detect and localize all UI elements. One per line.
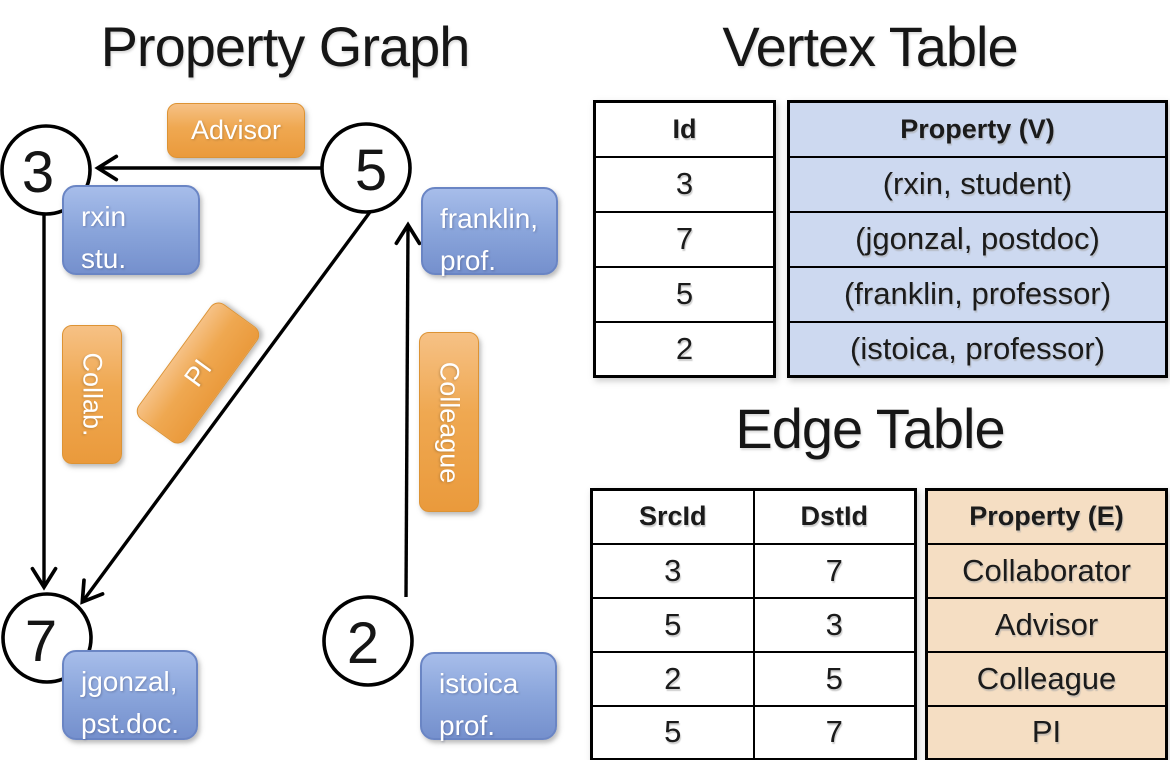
edge-label-pi-text: PI [177, 353, 218, 392]
edge-srcid-cell: 2 [590, 650, 755, 707]
vertex-property-cell: (jgonzal, postdoc) [787, 210, 1168, 268]
property-graph-title: Property Graph [100, 15, 471, 78]
vertex-id-cell: 3 [593, 155, 776, 213]
vertex-property-cell: (franklin, professor) [787, 265, 1168, 323]
edge-label-collab-text: Collab. [77, 352, 108, 437]
vertex-property-box-2: istoica prof. [420, 652, 557, 741]
edge-property-cell: PI [925, 704, 1168, 760]
edge-table-src-dst-columns: SrcId DstId 3 7 5 3 2 5 5 7 [590, 488, 917, 760]
edge-srcid-cell: 5 [590, 596, 755, 653]
node-5-circle [320, 122, 412, 214]
node-2-id: 2 [347, 611, 379, 676]
edge-dstid-header: DstId [752, 488, 917, 545]
edge-property-cell: Colleague [925, 650, 1168, 707]
node-3-id: 3 [22, 140, 54, 205]
node-7-id: 7 [25, 609, 57, 674]
vertex-id-cell: 2 [593, 320, 776, 378]
vertex-7-prop-line2: pst.doc. [81, 708, 180, 739]
vertex-table-property-column: Property (V) (rxin, student) (jgonzal, p… [787, 100, 1168, 378]
edge-table-property-column: Property (E) Collaborator Advisor Collea… [925, 488, 1168, 760]
edge-label-advisor-text: Advisor [190, 115, 282, 145]
edge-property-cell: Collaborator [925, 542, 1168, 599]
property-graph-diagram: 3 5 7 2 [0, 122, 422, 687]
node-5-id: 5 [355, 138, 387, 203]
vertex-5-prop-line2: prof. [440, 245, 497, 276]
edge-dstid-cell: 7 [752, 704, 917, 760]
edge-srcid-cell: 5 [590, 704, 755, 760]
edge-label-advisor: Advisor [167, 103, 305, 158]
vertex-property-box-5: franklin, prof. [421, 187, 558, 276]
vertex-id-header: Id [593, 100, 776, 158]
edge-dstid-cell: 7 [752, 542, 917, 599]
edge-srcid-cell: 3 [590, 542, 755, 599]
vertex-property-box-7: jgonzal, pst.doc. [62, 650, 198, 740]
vertex-5-prop-line1: franklin, [440, 203, 539, 234]
vertex-property-header: Property (V) [787, 100, 1168, 158]
edge-dstid-cell: 3 [752, 596, 917, 653]
edge-dstid-cell: 5 [752, 650, 917, 707]
edge-label-collab: Collab. [62, 325, 122, 464]
edge-label-colleague-text: Colleague [434, 361, 465, 483]
vertex-property-cell: (rxin, student) [787, 155, 1168, 213]
edge-table-title: Edge Table [735, 397, 1005, 460]
vertex-3-prop-line1: rxin [81, 201, 127, 232]
vertex-id-cell: 7 [593, 210, 776, 268]
vertex-2-prop-line1: istoica [439, 668, 519, 699]
vertex-id-cell: 5 [593, 265, 776, 323]
node-2-circle [322, 595, 414, 687]
vertex-3-prop-line2: stu. [81, 243, 127, 274]
edge-srcid-header: SrcId [590, 488, 755, 545]
edge-property-header: Property (E) [925, 488, 1168, 545]
vertex-table-id-column: Id 3 7 5 2 [593, 100, 776, 378]
vertex-2-prop-line2: prof. [439, 710, 496, 741]
edge-property-cell: Advisor [925, 596, 1168, 653]
vertex-property-box-3: rxin stu. [62, 185, 200, 275]
vertex-property-cell: (istoica, professor) [787, 320, 1168, 378]
edge-pi-arrow [80, 210, 372, 605]
vertex-7-prop-line1: jgonzal, [81, 666, 178, 697]
vertex-table-title: Vertex Table [722, 15, 1018, 78]
edge-label-colleague: Colleague [419, 332, 479, 512]
edge-colleague-arrow [394, 221, 422, 598]
